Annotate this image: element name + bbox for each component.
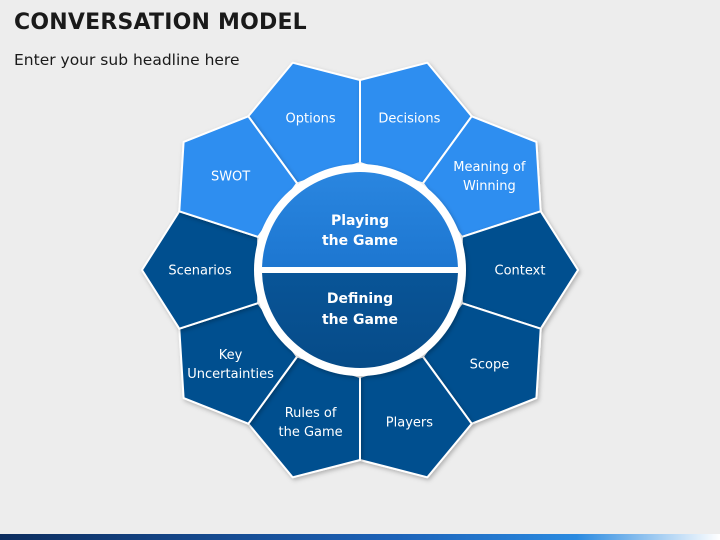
center-top-label-line2: the Game [322,233,398,249]
page-subtitle: Enter your sub headline here [14,51,240,69]
segment-meaning-of-winning-label-line2: Winning [463,179,516,194]
segment-rules-of-the-game-label-line2: the Game [279,425,343,440]
segment-scope-label-line1: Scope [470,358,510,373]
center-top-label-line1: Playing [331,213,389,229]
center-bottom-label-line1: Defining [327,291,393,307]
segment-context-label-line1: Context [495,264,546,279]
segment-rules-of-the-game-label-line1: Rules of [285,406,337,421]
segment-meaning-of-winning-label-line1: Meaning of [453,160,526,175]
segment-players-label-line1: Players [386,416,433,431]
segment-key-uncertainties-label-line1: Key [219,348,243,363]
center-bottom-half [262,273,458,368]
bottom-accent-bar [0,534,720,540]
segment-scenarios-label-line1: Scenarios [168,264,232,279]
segment-key-uncertainties-label-line2: Uncertainties [187,367,274,382]
segment-swot-label-line1: SWOT [211,170,250,185]
center-bottom-label-line2: the Game [322,312,398,328]
segment-decisions-label-line1: Decisions [378,111,440,126]
center-top-half [262,172,458,267]
segment-options-label-line1: Options [286,111,336,126]
center-circle: Playing the Game Defining the Game [254,164,466,376]
page-title: CONVERSATION MODEL [14,10,307,35]
segment-meaning-of-winning: Meaning of Winning [421,115,542,238]
